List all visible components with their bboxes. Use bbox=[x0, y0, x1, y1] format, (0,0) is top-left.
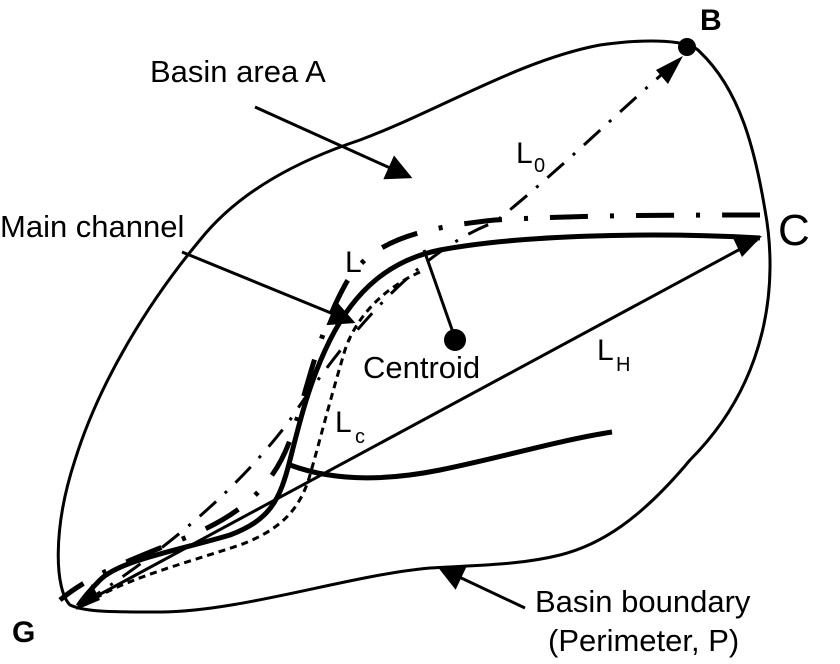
svg-text:c: c bbox=[355, 426, 365, 448]
svg-text:H: H bbox=[616, 354, 630, 376]
point-B-label: B bbox=[700, 4, 722, 37]
basin-boundary-label: Basin boundary bbox=[535, 584, 751, 619]
L-symbol: L bbox=[345, 246, 362, 279]
svg-text:L: L bbox=[597, 334, 614, 367]
LH-line bbox=[81, 238, 758, 606]
L0-arrow-icon bbox=[656, 56, 683, 84]
tributary bbox=[289, 429, 613, 481]
svg-text:0: 0 bbox=[534, 155, 545, 177]
point-C-label: C bbox=[778, 206, 810, 255]
main-channel-label: Main channel bbox=[0, 209, 184, 244]
Lc-line bbox=[84, 270, 421, 607]
centroid-point bbox=[444, 329, 466, 351]
L0-line bbox=[81, 60, 677, 606]
LH-arrow-icon bbox=[733, 236, 762, 257]
svg-text:L: L bbox=[516, 137, 533, 170]
basin-boundary-pointer bbox=[437, 566, 526, 610]
channel-length-L-line bbox=[58, 212, 761, 602]
main-channel bbox=[75, 232, 761, 608]
point-G-label: G bbox=[12, 616, 35, 649]
main-channel-pointer bbox=[181, 250, 356, 326]
perimeter-label: (Perimeter, P) bbox=[548, 623, 739, 658]
LH-symbol: L H bbox=[597, 334, 630, 376]
basin-area-label: Basin area A bbox=[150, 54, 326, 89]
basin-area-pointer bbox=[254, 105, 413, 180]
Lc-symbol: L c bbox=[335, 406, 365, 448]
L0-symbol: L 0 bbox=[516, 137, 545, 177]
centroid-label: Centroid bbox=[363, 350, 480, 385]
svg-text:L: L bbox=[335, 406, 352, 439]
centroid-connector bbox=[422, 249, 457, 339]
basin-boundary bbox=[56, 39, 772, 614]
point-B-marker bbox=[678, 38, 696, 56]
svg-text:L: L bbox=[345, 246, 362, 279]
